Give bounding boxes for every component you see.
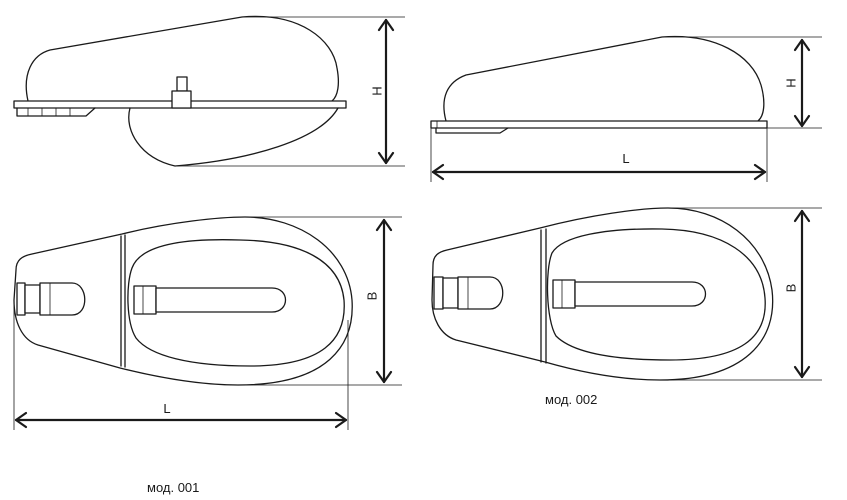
dimension-h-001 [377,18,395,165]
reflector-rim [127,239,345,367]
dimension-l-001 [14,411,348,429]
lamp-base [133,285,157,315]
label-width-002: B [783,284,798,293]
body-outline [13,216,353,386]
mod-001-top-view: B L [13,216,402,430]
cable-gland-002 [433,276,444,310]
caption-mod-002: мод. 002 [545,392,598,407]
diffuser-bowl [128,107,339,167]
socket-cap-002 [457,276,504,310]
dimension-b-002 [793,209,811,379]
label-length-002: L [622,151,629,166]
mod-002-side-view: H L [430,35,822,182]
cover-knob-base [171,90,192,109]
dimension-h-002 [793,38,811,128]
body-outline-002 [431,207,774,381]
label-length-001: L [163,401,170,416]
dimension-l-002 [431,163,767,181]
cable-gland [16,282,26,316]
cover-knob [176,76,188,92]
label-height-001: H [369,86,384,95]
housing-upper [25,15,339,102]
label-width-001: B [364,292,379,301]
lamp-tube-002 [574,281,707,307]
housing-upper-002 [443,35,765,122]
lamp-tube [155,287,287,313]
clamp-block [16,107,96,117]
mod-001-side-view: H [13,15,405,167]
lamp-base-002 [552,279,576,309]
reflector-rim-002 [546,228,766,361]
label-height-002: H [783,78,798,87]
mod-002-top-view: B [431,207,822,381]
dimension-b-001 [375,218,393,384]
socket-ring-002 [442,277,459,309]
caption-mod-001: мод. 001 [147,480,200,495]
clamp-block-002 [435,127,509,134]
socket-ring [24,284,41,314]
mounting-plate-002 [430,120,768,129]
socket-cap [39,282,86,316]
